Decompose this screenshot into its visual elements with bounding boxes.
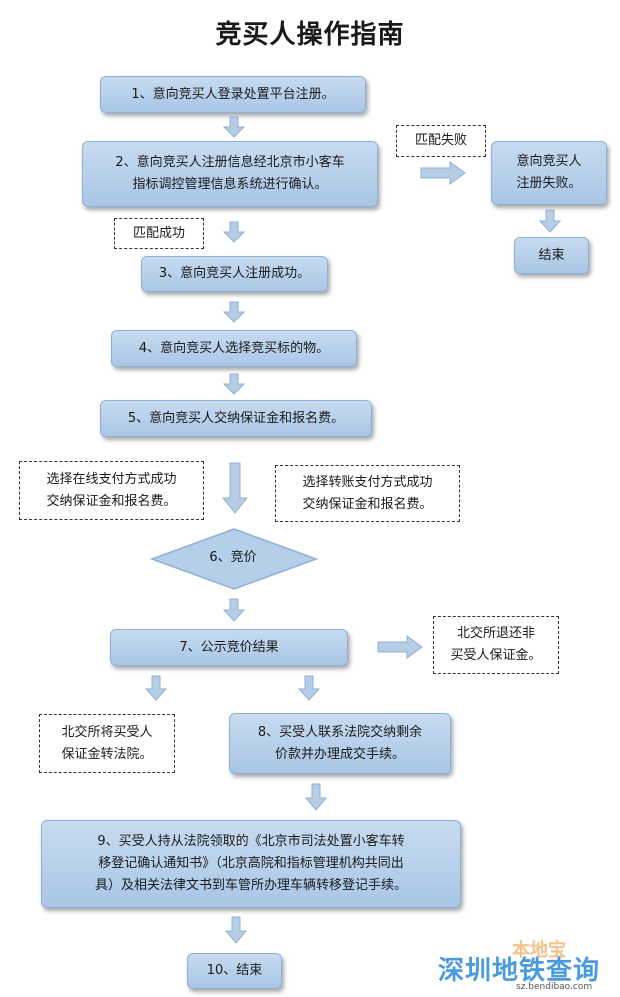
step-5-text: 5、意向竞买人交纳保证金和报名费。	[127, 410, 345, 426]
step-3-text: 3、意向竞买人注册成功。	[158, 266, 311, 281]
note-to-court-line-1: 北交所将买受人	[61, 724, 153, 740]
step-10-text: 10、结束	[206, 963, 263, 978]
note-refund: 北交所退还非 买受人保证金。	[433, 616, 559, 674]
note-match-success: 匹配成功	[114, 218, 204, 249]
arrow-down-icon	[305, 783, 327, 811]
fail-end-text: 结束	[538, 247, 565, 263]
arrow-down-icon	[223, 221, 245, 243]
arrow-right-icon	[420, 161, 466, 185]
step-9-line-1: 9、买受人持从法院领取的《北京市司法处置小客车转	[97, 834, 405, 849]
step-4-select: 4、意向竞买人选择竞买标的物。	[111, 330, 357, 367]
step-9-line-2: 移登记确认通知书》（北京高院和指标管理机构共同出	[98, 856, 404, 871]
arrow-right-icon	[377, 635, 423, 659]
watermark-url: sz.bendibao.com	[516, 982, 593, 992]
note-to-court-line-2: 保证金转法院。	[61, 746, 153, 762]
note-match-fail: 匹配失败	[396, 125, 486, 157]
note-refund-line-2: 买受人保证金。	[450, 648, 542, 663]
register-fail-line-1: 意向竞买人	[516, 154, 582, 169]
step-10-end: 10、结束	[187, 953, 282, 989]
note-refund-line-1: 北交所退还非	[456, 626, 535, 641]
arrow-down-icon	[298, 675, 320, 701]
note-transfer-pay-line-1: 选择转账支付方式成功	[302, 474, 433, 490]
step-2-verification: 2、意向竞买人注册信息经北京市小客车 指标调控管理信息系统进行确认。	[82, 141, 378, 207]
note-match-success-text: 匹配成功	[132, 225, 185, 241]
step-2-line-2: 指标调控管理信息系统进行确认。	[132, 177, 328, 192]
step-1-register: 1、意向竞买人登录处置平台注册。	[100, 76, 366, 113]
step-2-line-1: 2、意向竞买人注册信息经北京市小客车	[115, 155, 345, 170]
step-9-transfer: 9、买受人持从法院领取的《北京市司法处置小客车转 移登记确认通知书》（北京高院和…	[41, 820, 461, 908]
step-4-text: 4、意向竞买人选择竞买标的物。	[138, 340, 330, 356]
step-1-text: 1、意向竞买人登录处置平台注册。	[131, 86, 335, 102]
step-6-label: 6、竞价	[209, 550, 257, 565]
note-to-court: 北交所将买受人 保证金转法院。	[39, 714, 175, 773]
arrow-down-icon	[223, 301, 245, 323]
watermark-logo: 本地宝	[512, 940, 566, 961]
arrow-down-icon	[225, 916, 247, 944]
watermark-brand: 深圳地铁查询	[438, 956, 601, 986]
note-online-pay: 选择在线支付方式成功 交纳保证金和报名费。	[19, 461, 204, 520]
arrow-down-large-icon	[222, 462, 248, 514]
note-match-fail-text: 匹配失败	[414, 133, 467, 148]
fail-end-box: 结束	[514, 237, 589, 274]
arrow-down-icon	[539, 209, 561, 233]
step-7-result: 7、公示竞价结果	[110, 629, 348, 666]
register-fail-line-2: 注册失败。	[516, 176, 582, 191]
note-online-pay-line-1: 选择在线支付方式成功	[46, 471, 177, 487]
step-8-line-1: 8、买受人联系法院交纳剩余	[257, 724, 423, 740]
note-transfer-pay: 选择转账支付方式成功 交纳保证金和报名费。	[275, 465, 460, 522]
arrow-down-icon	[145, 675, 167, 701]
page-title: 竞买人操作指南	[215, 20, 405, 50]
step-7-text: 7、公示竞价结果	[179, 639, 279, 655]
step-8-payment: 8、买受人联系法院交纳剩余 价款并办理成交手续。	[229, 713, 451, 774]
step-6-diamond	[150, 528, 318, 590]
note-transfer-pay-line-2: 交纳保证金和报名费。	[302, 496, 433, 512]
arrow-down-icon	[223, 598, 245, 622]
step-8-line-2: 价款并办理成交手续。	[274, 746, 405, 762]
step-9-line-3: 具）及相关法律文书到车管所办理车辆转移登记手续。	[94, 878, 407, 893]
arrow-down-icon	[223, 373, 245, 395]
arrow-down-icon	[223, 116, 245, 138]
register-fail-box: 意向竞买人 注册失败。	[491, 141, 607, 205]
note-online-pay-line-2: 交纳保证金和报名费。	[46, 493, 177, 509]
step-5-deposit: 5、意向竞买人交纳保证金和报名费。	[100, 400, 372, 437]
step-3-success: 3、意向竞买人注册成功。	[141, 256, 328, 292]
